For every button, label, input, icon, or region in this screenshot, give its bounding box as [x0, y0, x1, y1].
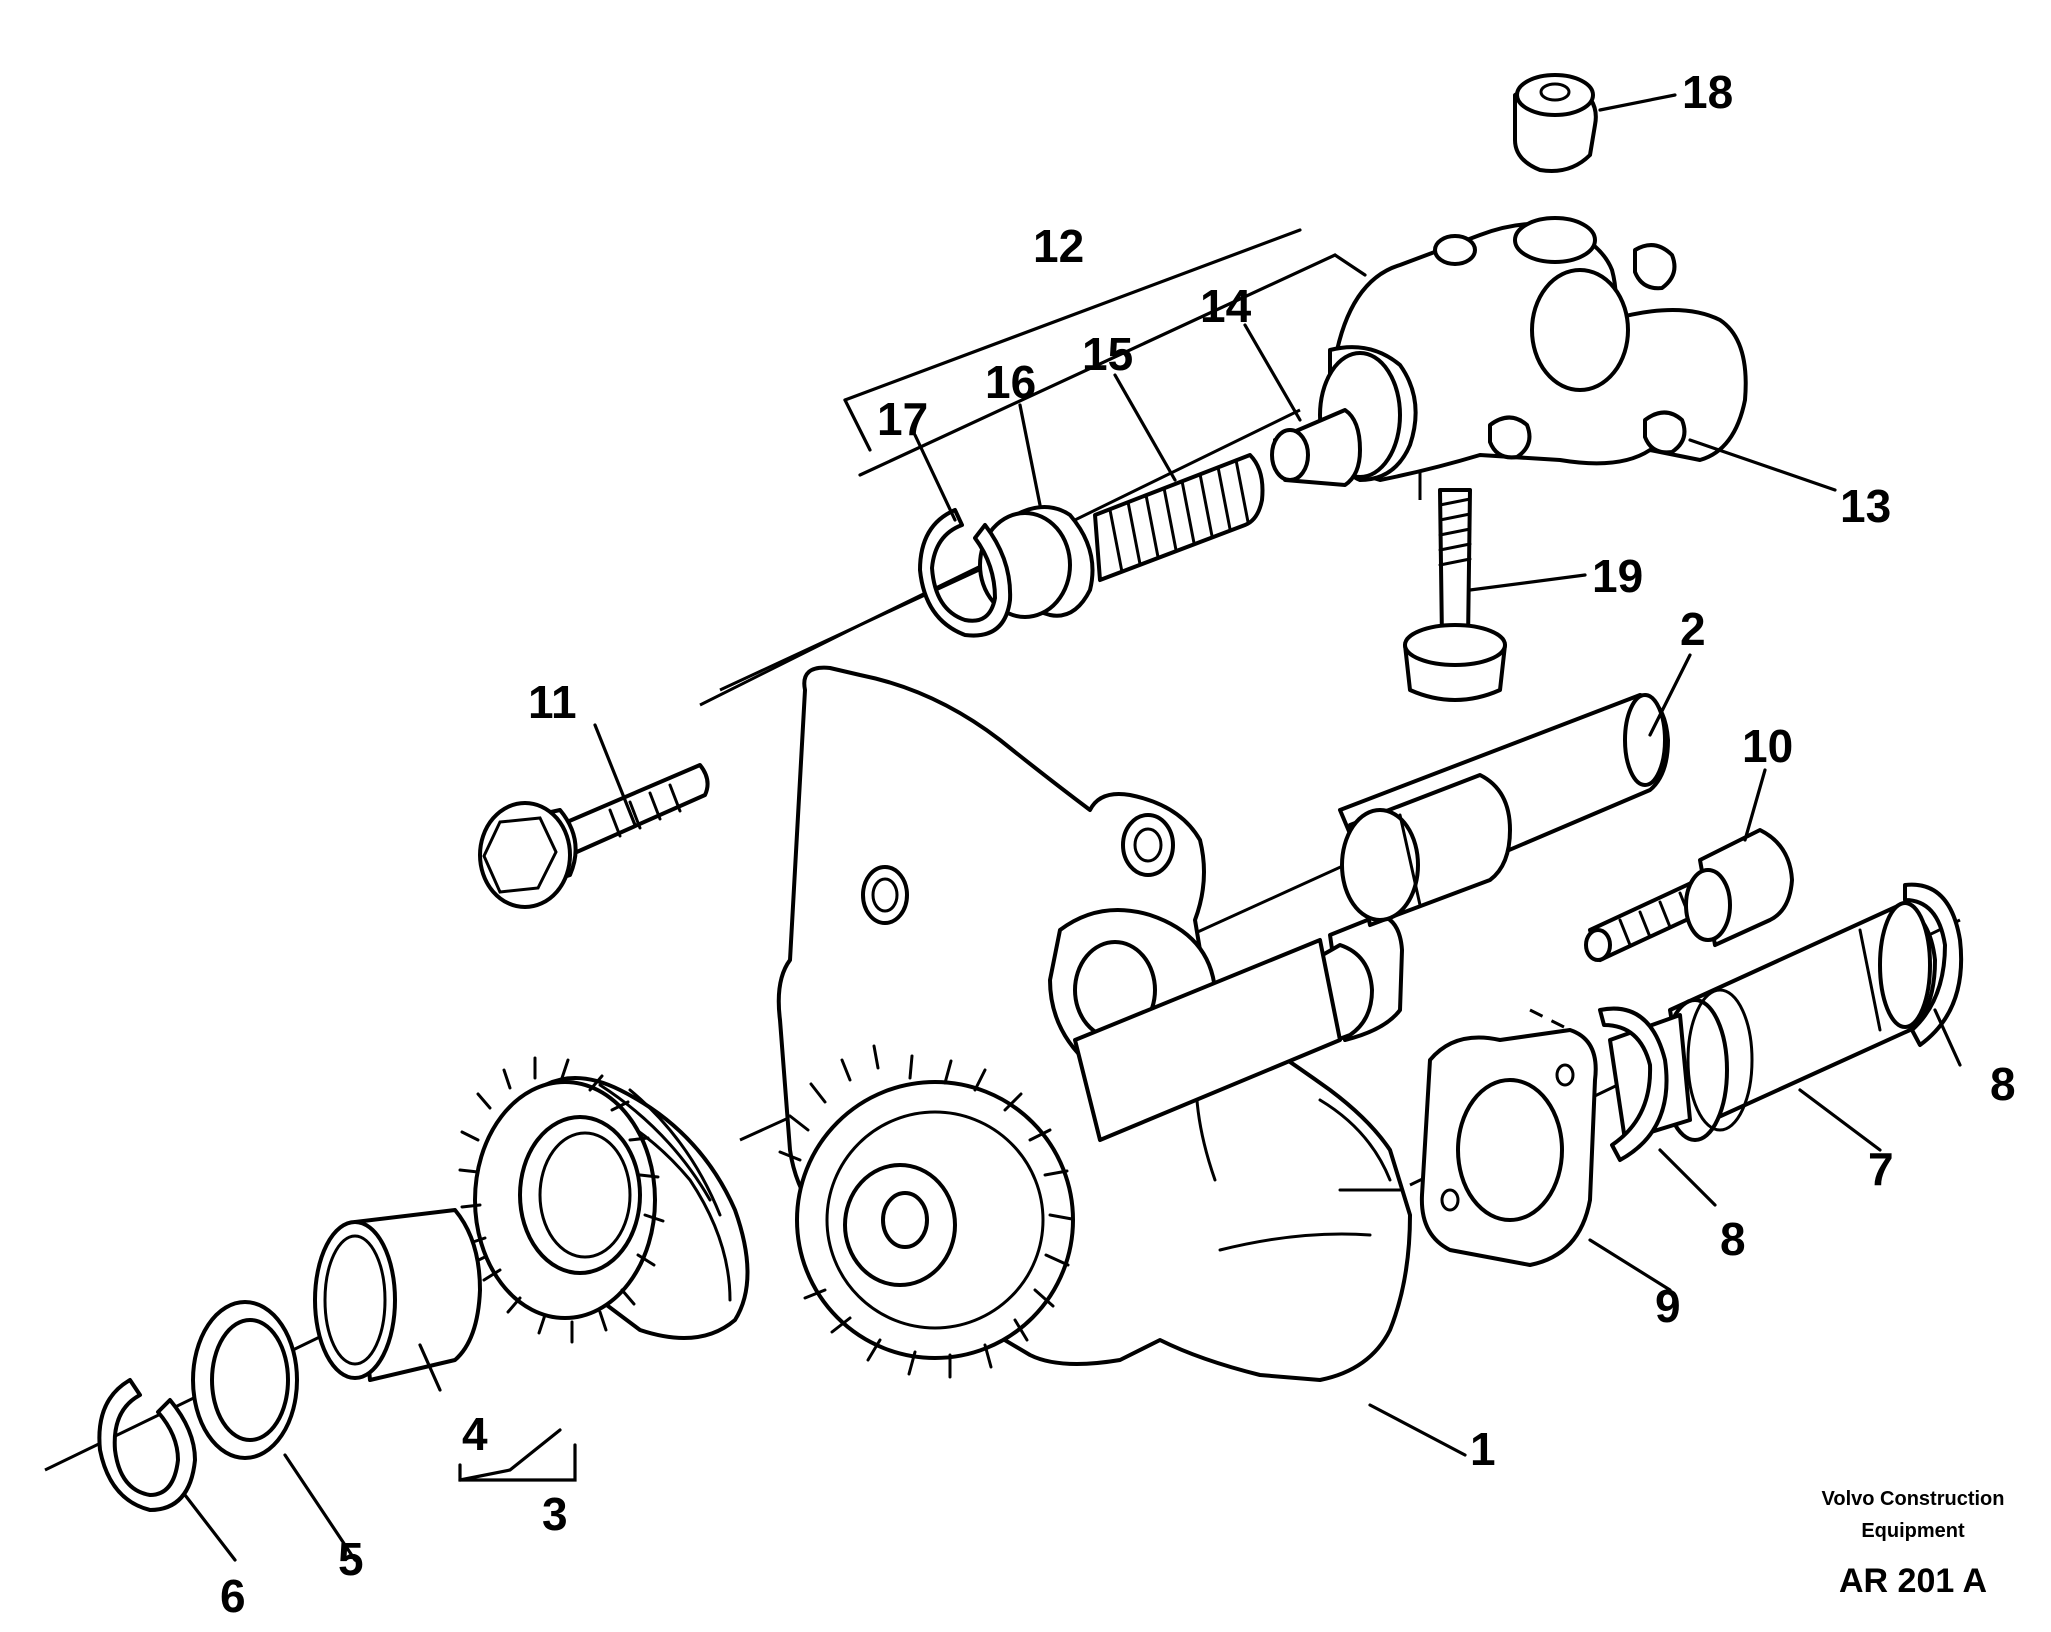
publisher-credit: Volvo Construction Equipment AR 201 A: [1822, 1488, 2005, 1600]
callout-17: 17: [877, 393, 928, 445]
circlip-part-6: [97, 1378, 197, 1512]
shaft-part-2: [1073, 693, 1670, 1142]
flange-bolt-part-11: [478, 763, 710, 909]
driven-gear-part-3: [458, 1056, 750, 1344]
pump-drive-gear: [778, 1044, 1075, 1379]
screw-part-10: [1584, 828, 1794, 962]
callout-leaders: [183, 93, 1962, 1562]
gasket-part-9: [1419, 1028, 1598, 1267]
credit-line-1: Volvo Construction: [1822, 1488, 2005, 1510]
callout-labels: 1 2 3 4 5 6 7 8 8 9 10 11 12 13 14 15 16…: [220, 66, 2016, 1622]
callout-18: 18: [1682, 66, 1733, 118]
callout-2: 2: [1680, 603, 1706, 655]
retaining-ring-part-8-right: [1903, 882, 1964, 1047]
retaining-ring-part-8-left: [1598, 1006, 1669, 1162]
drawing-code: AR 201 A: [1839, 1562, 1987, 1600]
callout-1: 1: [1470, 1423, 1496, 1475]
seal-ring-part-5: [191, 1300, 299, 1460]
callout-16: 16: [985, 356, 1036, 408]
callout-14: 14: [1200, 280, 1252, 332]
callout-8-right: 8: [1990, 1058, 2016, 1110]
bolt-part-19: [1403, 488, 1507, 702]
bushing-part-4: [313, 1208, 482, 1382]
callout-7: 7: [1868, 1143, 1894, 1195]
callout-11: 11: [528, 676, 577, 728]
callout-4: 4: [462, 1408, 488, 1460]
relief-valve-bracket-12: [843, 228, 1367, 477]
callout-3: 3: [542, 1488, 568, 1540]
valve-spring-part-15: [1093, 453, 1265, 582]
callout-19: 19: [1592, 550, 1643, 602]
valve-housing-part-13: [1318, 216, 1748, 482]
sleeve-part-7: [1608, 901, 1937, 1142]
valve-piston-part-14: [1270, 408, 1362, 487]
callout-8-left: 8: [1720, 1213, 1746, 1265]
callout-12: 12: [1033, 220, 1084, 272]
callout-15: 15: [1082, 328, 1133, 380]
plug-part-18: [1513, 73, 1598, 173]
callout-9: 9: [1655, 1280, 1681, 1332]
callout-5: 5: [338, 1533, 364, 1585]
credit-line-2: Equipment: [1861, 1520, 1965, 1542]
callout-10: 10: [1742, 720, 1793, 772]
callout-6: 6: [220, 1570, 246, 1622]
lock-ring-part-17: [918, 508, 1013, 638]
callout-13: 13: [1840, 480, 1891, 532]
